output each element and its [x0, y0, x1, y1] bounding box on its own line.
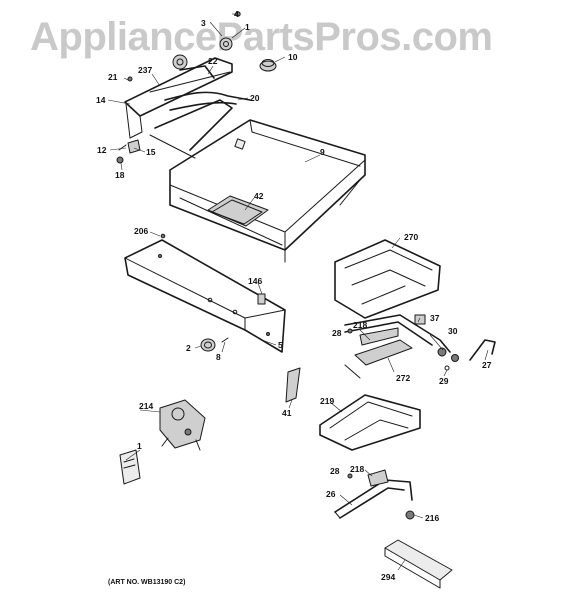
callout-28-upper: 28: [332, 328, 342, 338]
callout-28-lower: 28: [330, 466, 340, 476]
callout-9: 9: [320, 147, 325, 157]
callout-1: 1: [137, 441, 142, 451]
callout-37: 37: [430, 313, 440, 323]
callout-15: 15: [146, 147, 156, 157]
callout-219: 219: [320, 396, 334, 406]
screw-28-b: [347, 473, 353, 479]
manifold-panel: [124, 239, 286, 353]
callout-1-top: 1: [245, 22, 250, 32]
callout-237: 237: [138, 65, 152, 75]
callout-20: 20: [250, 93, 260, 103]
callout-27: 27: [482, 360, 492, 370]
callout-12: 12: [97, 145, 107, 155]
baffle-219: [319, 394, 421, 451]
callout-10: 10: [288, 52, 298, 62]
screw-28-a: [347, 328, 353, 334]
knob-2: [200, 337, 229, 352]
baffle-270: [334, 239, 441, 319]
callout-21: 21: [108, 72, 118, 82]
callout-18: 18: [115, 170, 125, 180]
callout-218-lower: 218: [350, 464, 364, 474]
callout-41: 41: [282, 408, 292, 418]
callout-218-upper: 218: [353, 320, 367, 330]
callout-4: 4: [234, 9, 239, 19]
callout-labels: 3 4 1 22 237 21 14 20 10 12 15 18 9 42 2…: [96, 9, 492, 582]
callout-272: 272: [396, 373, 410, 383]
callout-3: 3: [201, 18, 206, 28]
bake-burner-26: [334, 469, 415, 520]
manifold-assembly: [124, 37, 251, 159]
literature-card: [119, 449, 141, 485]
callout-30: 30: [448, 326, 458, 336]
knob-10: [259, 59, 277, 72]
callout-26: 26: [326, 489, 336, 499]
callout-42: 42: [254, 191, 264, 201]
watermark-text: AppliancePartsPros.com: [30, 15, 493, 59]
leader-lines: [107, 13, 489, 571]
callout-216: 216: [425, 513, 439, 523]
callout-29: 29: [439, 376, 449, 386]
orifice-fittings: [437, 339, 496, 371]
callout-2: 2: [186, 343, 191, 353]
igniter-switch-214: [159, 399, 206, 451]
callout-14: 14: [96, 95, 106, 105]
callout-5: 5: [278, 340, 283, 350]
bracket-294: [384, 539, 453, 589]
art-number: (ART NO. WB13190 C2): [108, 579, 185, 586]
callout-206: 206: [134, 226, 148, 236]
screw-206: [160, 233, 166, 239]
callout-146: 146: [248, 276, 262, 286]
valve-bracket-parts: [116, 76, 141, 164]
callout-294: 294: [381, 572, 395, 582]
callout-22: 22: [208, 56, 218, 66]
burner-box-tray: [169, 119, 366, 263]
callout-214: 214: [139, 401, 153, 411]
callout-8: 8: [216, 352, 221, 362]
bracket-41: [285, 367, 301, 403]
broil-burner-272: [344, 314, 451, 379]
callout-270: 270: [404, 232, 418, 242]
